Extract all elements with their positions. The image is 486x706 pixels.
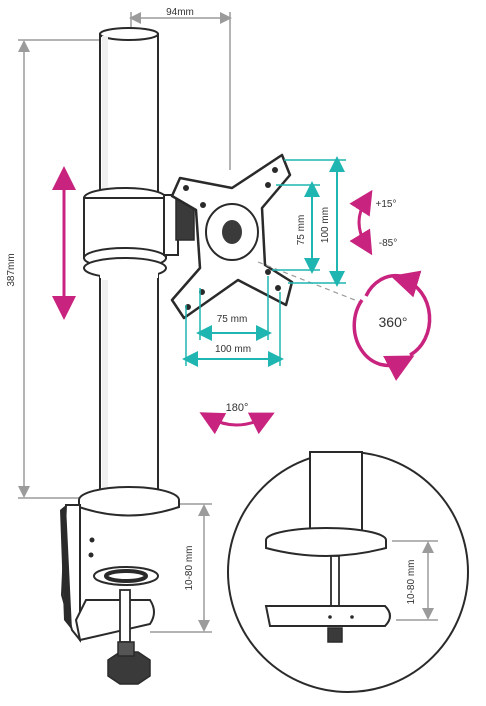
vesa-h100-label: 100 mm — [215, 344, 251, 355]
tilt-up-label: +15° — [376, 199, 397, 210]
vesa-plate — [170, 153, 294, 320]
clamp-range-label: 10-80 mm — [184, 545, 195, 590]
rotate-label: 360° — [379, 314, 408, 330]
vesa-v75-label: 75 mm — [296, 215, 307, 246]
rotation-360-indicator: 360° — [352, 270, 432, 381]
vesa-h75-label: 75 mm — [217, 314, 248, 325]
swivel-label: 180° — [226, 402, 249, 414]
desk-clamp — [60, 486, 180, 685]
detail-clamp-range-label: 10-80 mm — [406, 559, 417, 604]
clamp-range-dimension: 10-80 mm — [150, 503, 212, 633]
vesa-v100-label: 100 mm — [320, 207, 331, 243]
height-collar — [83, 187, 195, 500]
top-width-label: 94mm — [166, 7, 194, 18]
tilt-indicator: +15° -85° — [349, 189, 397, 256]
vesa-vertical-dimensions: 75 mm 100 mm — [272, 156, 346, 287]
rotation-axis — [257, 261, 361, 303]
swivel-indicator: 180° — [199, 402, 275, 435]
clamp-detail-inset: 10-80 mm — [227, 451, 469, 693]
height-label: 387mm — [6, 253, 17, 286]
tilt-down-label: -85° — [379, 238, 397, 249]
vesa-horizontal-dimensions: 75 mm 100 mm — [182, 276, 284, 367]
